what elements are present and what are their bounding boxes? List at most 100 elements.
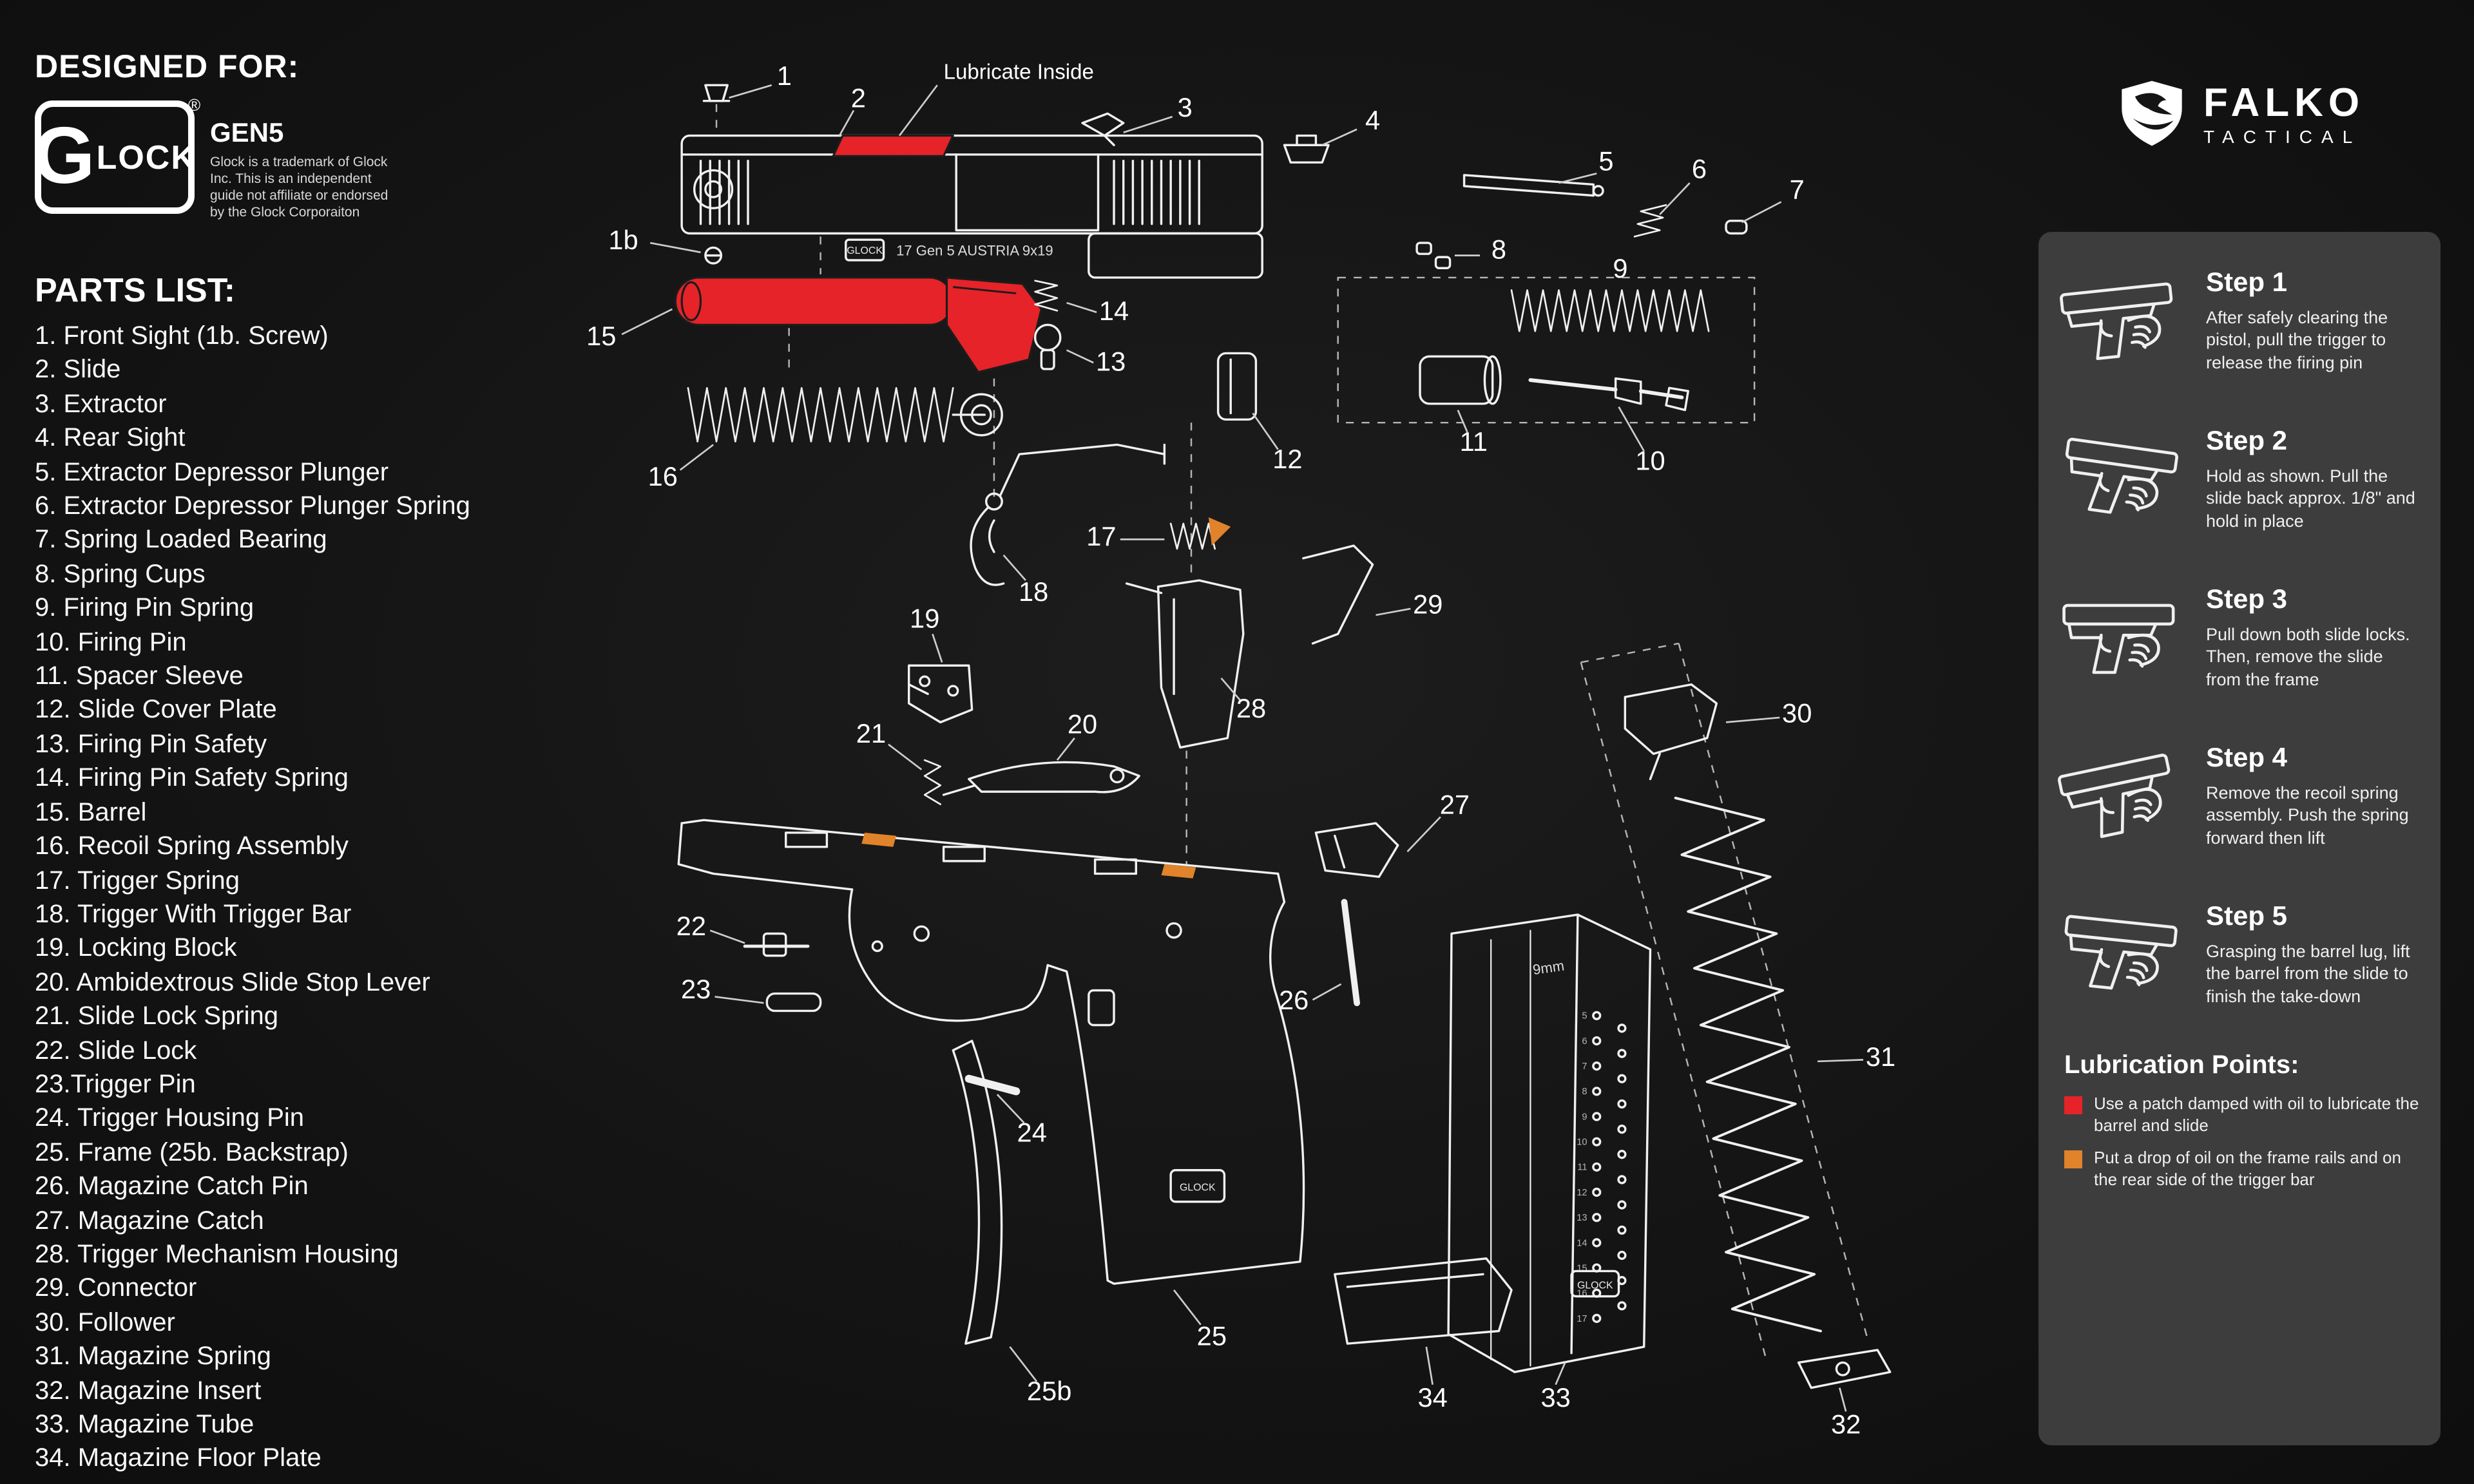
callout-16: 16 — [648, 444, 714, 491]
step-title: Step 3 — [2206, 584, 2288, 614]
step-5: Step 5 Grasping the barrel lug, lift the… — [2057, 886, 2420, 1023]
backstrap — [952, 1040, 1003, 1345]
svg-text:3: 3 — [1178, 92, 1193, 122]
extractor-depressor-plunger — [1462, 174, 1604, 197]
registered-trademark-symbol: ® — [188, 95, 201, 115]
svg-text:22: 22 — [676, 911, 706, 941]
parts-list-item: 32. Magazine Insert — [35, 1376, 262, 1405]
parts-list-item: 28. Trigger Mechanism Housing — [35, 1240, 399, 1269]
step-description: Hold as shown. Pull the slide back appro… — [2206, 466, 2415, 531]
magazine-caliber-marking: 9mm — [1532, 958, 1566, 978]
svg-text:1b: 1b — [608, 225, 638, 255]
svg-text:9: 9 — [1582, 1112, 1587, 1122]
step-4-text: Step 4 Remove the recoil spring assembly… — [2206, 743, 2420, 850]
callout-25: 25 — [1173, 1289, 1227, 1351]
callout-20: 20 — [1056, 709, 1097, 761]
magazine-logo-marking: GLOCK — [1577, 1280, 1613, 1291]
slide-lube-patch — [832, 134, 954, 157]
callout-13: 13 — [1066, 346, 1126, 376]
grip-logo-marking: GLOCK — [1180, 1183, 1216, 1194]
callout-12: 12 — [1252, 412, 1302, 474]
svg-text:12: 12 — [1577, 1188, 1587, 1198]
svg-text:8: 8 — [1491, 234, 1506, 265]
callout-9: 9 — [1613, 253, 1627, 283]
callout-25b: 25b — [1009, 1346, 1071, 1406]
svg-text:Lubricate Inside: Lubricate Inside — [944, 60, 1094, 84]
parts-list-item: 15. Barrel — [35, 798, 147, 827]
callout-3: 3 — [1123, 92, 1193, 133]
svg-text:4: 4 — [1365, 105, 1380, 135]
slide: GLOCK 17 Gen 5 AUSTRIA 9x19 — [680, 134, 1263, 279]
step-3-text: Step 3 Pull down both slide locks. Then,… — [2206, 585, 2420, 691]
svg-text:28: 28 — [1236, 693, 1266, 723]
step-2-text: Step 2 Hold as shown. Pull the slide bac… — [2206, 426, 2420, 533]
rear-sight — [1283, 134, 1330, 164]
magazine-insert — [1797, 1349, 1892, 1389]
callout-2: 2 — [838, 82, 866, 137]
falko-wordmark: FALKO TACTICAL — [2203, 82, 2364, 145]
callout-31: 31 — [1817, 1042, 1895, 1072]
trademark-disclaimer: Glock is a trademark of Glock Inc. This … — [210, 155, 388, 220]
svg-text:20: 20 — [1068, 709, 1097, 739]
callout-14: 14 — [1066, 296, 1129, 326]
slide-lock-spring — [923, 759, 942, 806]
svg-text:16: 16 — [648, 461, 678, 491]
svg-text:7: 7 — [1582, 1061, 1587, 1072]
callout-33: 33 — [1540, 1362, 1571, 1413]
parts-list-item: 7. Spring Loaded Bearing — [35, 526, 327, 555]
takedown-steps-panel: Step 1 After safely clearing the pistol,… — [2038, 232, 2440, 1445]
callout-21: 21 — [856, 718, 923, 770]
gen5-label: GEN5 — [210, 119, 284, 148]
parts-list-item: 11. Spacer Sleeve — [35, 662, 244, 691]
parts-list-item: 19. Locking Block — [35, 934, 237, 963]
glock-logo-g: G — [33, 112, 95, 201]
parts-list-item: 20. Ambidextrous Slide Stop Lever — [35, 968, 430, 997]
lubrication-title: Lubrication Points: — [2064, 1051, 2299, 1080]
trigger-housing-pin — [964, 1074, 1021, 1096]
svg-text:6: 6 — [1692, 154, 1707, 184]
step-2: Step 2 Hold as shown. Pull the slide bac… — [2057, 411, 2420, 547]
callout-7: 7 — [1741, 175, 1805, 224]
red-legend-swatch — [2064, 1096, 2082, 1114]
callout-8: 8 — [1454, 234, 1506, 265]
step-4: Step 4 Remove the recoil spring assembly… — [2057, 728, 2420, 864]
step-title: Step 1 — [2206, 267, 2288, 298]
trigger-mechanism-housing — [1125, 579, 1245, 749]
front-sight — [702, 84, 731, 102]
svg-text:27: 27 — [1440, 789, 1470, 819]
recoil-spring-assembly — [687, 386, 1003, 442]
parts-list-item: 3. Extractor — [35, 390, 167, 419]
callout-18: 18 — [1002, 554, 1048, 607]
parts-list-item: 2. Slide — [35, 356, 121, 385]
parts-list-item: 24. Trigger Housing Pin — [35, 1104, 305, 1133]
parts-list-item: 30. Follower — [35, 1308, 175, 1337]
svg-text:29: 29 — [1413, 589, 1443, 619]
trigger-bar-oil-point — [1208, 517, 1231, 546]
firing-pin-safety — [1033, 323, 1062, 370]
step-description: Pull down both slide locks. Then, remove… — [2206, 624, 2410, 689]
extractor-depressor-plunger-spring — [1633, 204, 1667, 238]
svg-text:11: 11 — [1577, 1163, 1587, 1173]
svg-text:12: 12 — [1272, 444, 1302, 474]
magazine-dash-lines — [1580, 642, 1869, 1363]
svg-text:7: 7 — [1790, 175, 1805, 205]
orange-legend-text: Put a drop of oil on the frame rails and… — [2094, 1148, 2401, 1188]
trigger-with-trigger-bar — [970, 443, 1166, 586]
step-title: Step 4 — [2206, 743, 2288, 773]
spring-cups — [1415, 242, 1452, 269]
step-description: Remove the recoil spring assembly. Push … — [2206, 783, 2409, 848]
parts-list-item: 9. Firing Pin Spring — [35, 594, 254, 623]
firing-pin-safety-spring — [1034, 280, 1059, 312]
magazine-floor-plate — [1334, 1257, 1513, 1345]
callout-4: 4 — [1321, 105, 1380, 146]
falko-name: FALKO — [2203, 79, 2365, 124]
callout-15: 15 — [586, 308, 673, 351]
callout-23: 23 — [681, 974, 764, 1004]
callout-1b: 1b — [608, 225, 701, 255]
parts-list-item: 34. Magazine Floor Plate — [35, 1444, 321, 1473]
svg-text:5: 5 — [1582, 1011, 1587, 1022]
svg-text:11: 11 — [1460, 426, 1488, 457]
svg-text:2: 2 — [851, 82, 866, 113]
parts-list-item: 17. Trigger Spring — [35, 866, 240, 895]
